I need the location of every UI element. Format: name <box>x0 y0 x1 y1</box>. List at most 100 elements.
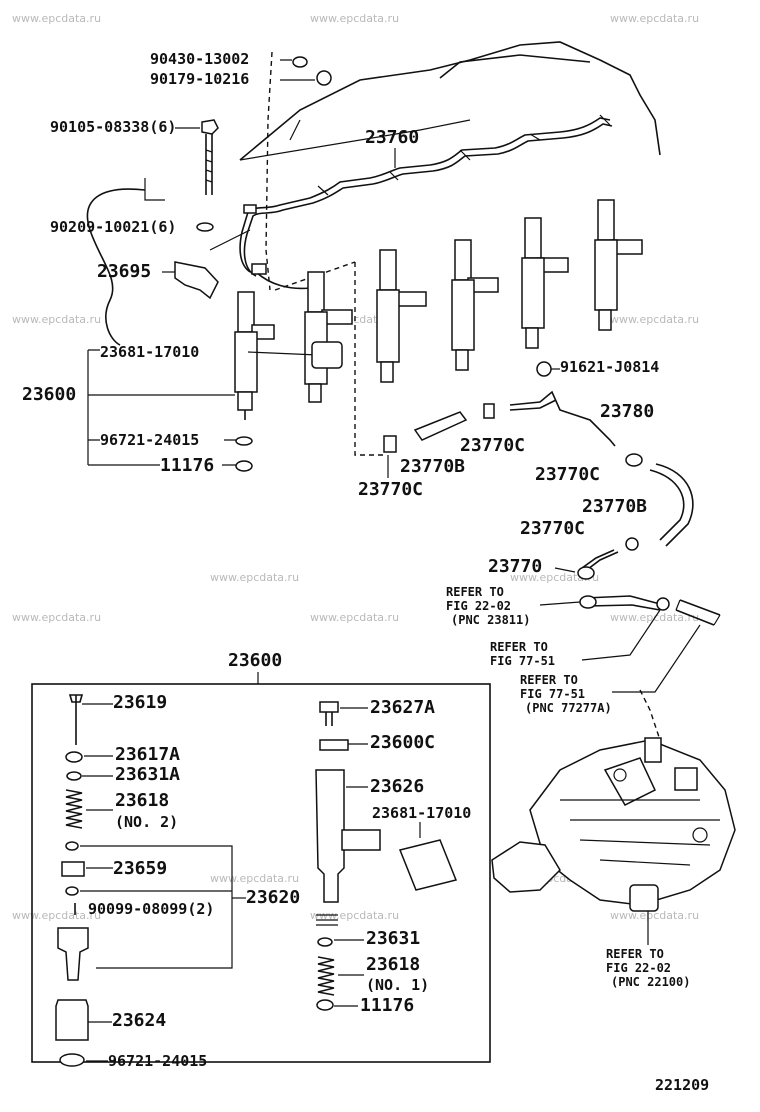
callout-90099: 90099-08099(2) <box>88 900 214 918</box>
callout-23626: 23626 <box>370 776 424 797</box>
svg-text:(PNC 22100): (PNC 22100) <box>611 975 690 989</box>
injection-pump <box>491 737 736 912</box>
washer-icon <box>235 460 253 472</box>
gasket-icon <box>292 56 308 68</box>
watermark: www.epcdata.ru <box>610 909 699 922</box>
callout-96721: 96721-24015 <box>108 1052 207 1070</box>
clip-icon <box>625 453 643 467</box>
clip-icon <box>483 403 495 419</box>
dashed-guide <box>354 262 385 456</box>
callout-91621: 91621-J0814 <box>560 358 659 376</box>
callout-23624: 23624 <box>112 1010 166 1031</box>
injector <box>451 239 499 371</box>
bolt-icon <box>536 361 552 377</box>
leakage-pipe <box>509 390 616 447</box>
clip-icon <box>319 739 349 751</box>
callout-23619: 23619 <box>113 692 167 713</box>
clip-icon <box>656 597 670 611</box>
hose-icon <box>649 463 694 547</box>
inlet-icon <box>341 829 381 851</box>
bolt-icon <box>201 119 219 195</box>
callout-23770C-d: 23770C <box>520 518 585 539</box>
callout-11176: 11176 <box>360 995 414 1016</box>
callout-23627A: 23627A <box>370 697 435 718</box>
callout-23770C-a: 23770C <box>460 435 525 456</box>
return-pipe <box>584 595 661 611</box>
callout-23600C: 23600C <box>370 732 435 753</box>
cylinder-head-outline <box>86 41 661 346</box>
refer-note: REFER TO FIG 22-02 (PNC 22100) <box>606 905 690 989</box>
svg-text:FIG 22-02: FIG 22-02 <box>606 961 671 975</box>
injector <box>376 249 427 383</box>
refer-note: REFER TO FIG 77-51 <box>490 609 661 668</box>
bolt-icon <box>319 701 339 713</box>
callout-96721-top: 96721-24015 <box>100 431 199 449</box>
clip-icon <box>625 537 639 551</box>
callout-90209: 90209-10021(6) <box>50 218 176 236</box>
svg-text:REFER TO: REFER TO <box>446 585 504 599</box>
washer-icon <box>66 771 82 781</box>
hose-icon <box>413 411 468 441</box>
watermark: www.epcdata.ru <box>310 611 399 624</box>
svg-text:REFER TO: REFER TO <box>606 947 664 961</box>
detail-title: 23600 <box>228 650 282 671</box>
callout-23695: 23695 <box>97 261 151 282</box>
watermark: www.epcdata.ru <box>310 12 399 25</box>
injector <box>304 271 353 403</box>
watermark: www.epcdata.ru <box>12 611 101 624</box>
refer-note: REFER TO FIG 22-02 (PNC 23811) <box>446 585 581 627</box>
callout-23780: 23780 <box>600 401 654 422</box>
svg-text:REFER TO: REFER TO <box>490 640 548 654</box>
callout-23681: 23681-17010 <box>372 804 471 822</box>
figure-number: 221209 <box>655 1076 709 1094</box>
clip-icon <box>383 435 397 453</box>
detail-frame <box>31 683 491 1063</box>
svg-text:REFER TO: REFER TO <box>520 673 578 687</box>
washer-icon <box>316 999 334 1011</box>
svg-text:(PNC 77277A): (PNC 77277A) <box>525 701 612 715</box>
union-icon <box>577 566 595 580</box>
washer-icon <box>65 751 83 763</box>
gasket-icon <box>235 436 253 446</box>
injection-pipe <box>239 114 613 290</box>
nut-icon <box>316 70 332 86</box>
washer-icon <box>196 222 214 232</box>
callout-23620: 23620 <box>246 887 300 908</box>
svg-text:(PNC 23811): (PNC 23811) <box>451 613 530 627</box>
injector <box>521 217 569 349</box>
callout-23770: 23770 <box>488 556 542 577</box>
holder-body-icon <box>315 769 345 903</box>
watermark: www.epcdata.ru <box>610 313 699 326</box>
pin-icon <box>65 886 79 896</box>
callout-23631: 23631 <box>366 928 420 949</box>
retainer-icon <box>61 861 85 877</box>
callout-23770B-a: 23770B <box>400 456 465 477</box>
retaining-nut-icon <box>55 999 89 1041</box>
callout-23618-right: 23618 <box>366 954 420 975</box>
dashed-guide <box>265 51 273 291</box>
watermark: www.epcdata.ru <box>510 571 599 584</box>
holder-sleeve-icon <box>311 341 343 369</box>
watermark: www.epcdata.ru <box>210 872 299 885</box>
injector <box>594 199 643 331</box>
callout-23618-left: 23618 <box>115 790 169 811</box>
injector <box>234 291 275 420</box>
callout-90179: 90179-10216 <box>150 70 249 88</box>
callout-23770B-b: 23770B <box>582 496 647 517</box>
spacer-icon <box>65 841 79 851</box>
svg-text:FIG 22-02: FIG 22-02 <box>446 599 511 613</box>
watermark: www.epcdata.ru <box>12 12 101 25</box>
spring-icon <box>317 956 335 996</box>
callout-23659: 23659 <box>113 858 167 879</box>
svg-text:FIG 77-51: FIG 77-51 <box>520 687 585 701</box>
holder-sleeve-icon <box>398 839 458 891</box>
gasket-icon <box>59 1053 85 1067</box>
callout-23770C-c: 23770C <box>535 464 600 485</box>
callout-23681-top: 23681-17010 <box>100 343 199 361</box>
callout-no2: (NO. 2) <box>115 813 178 831</box>
callout-23617A: 23617A <box>115 744 180 765</box>
svg-text:FIG 77-51: FIG 77-51 <box>490 654 555 668</box>
washer-icon <box>317 937 333 947</box>
dashed-guide <box>639 689 661 741</box>
refer-note: REFER TO FIG 77-51 (PNC 77277A) <box>520 624 701 715</box>
